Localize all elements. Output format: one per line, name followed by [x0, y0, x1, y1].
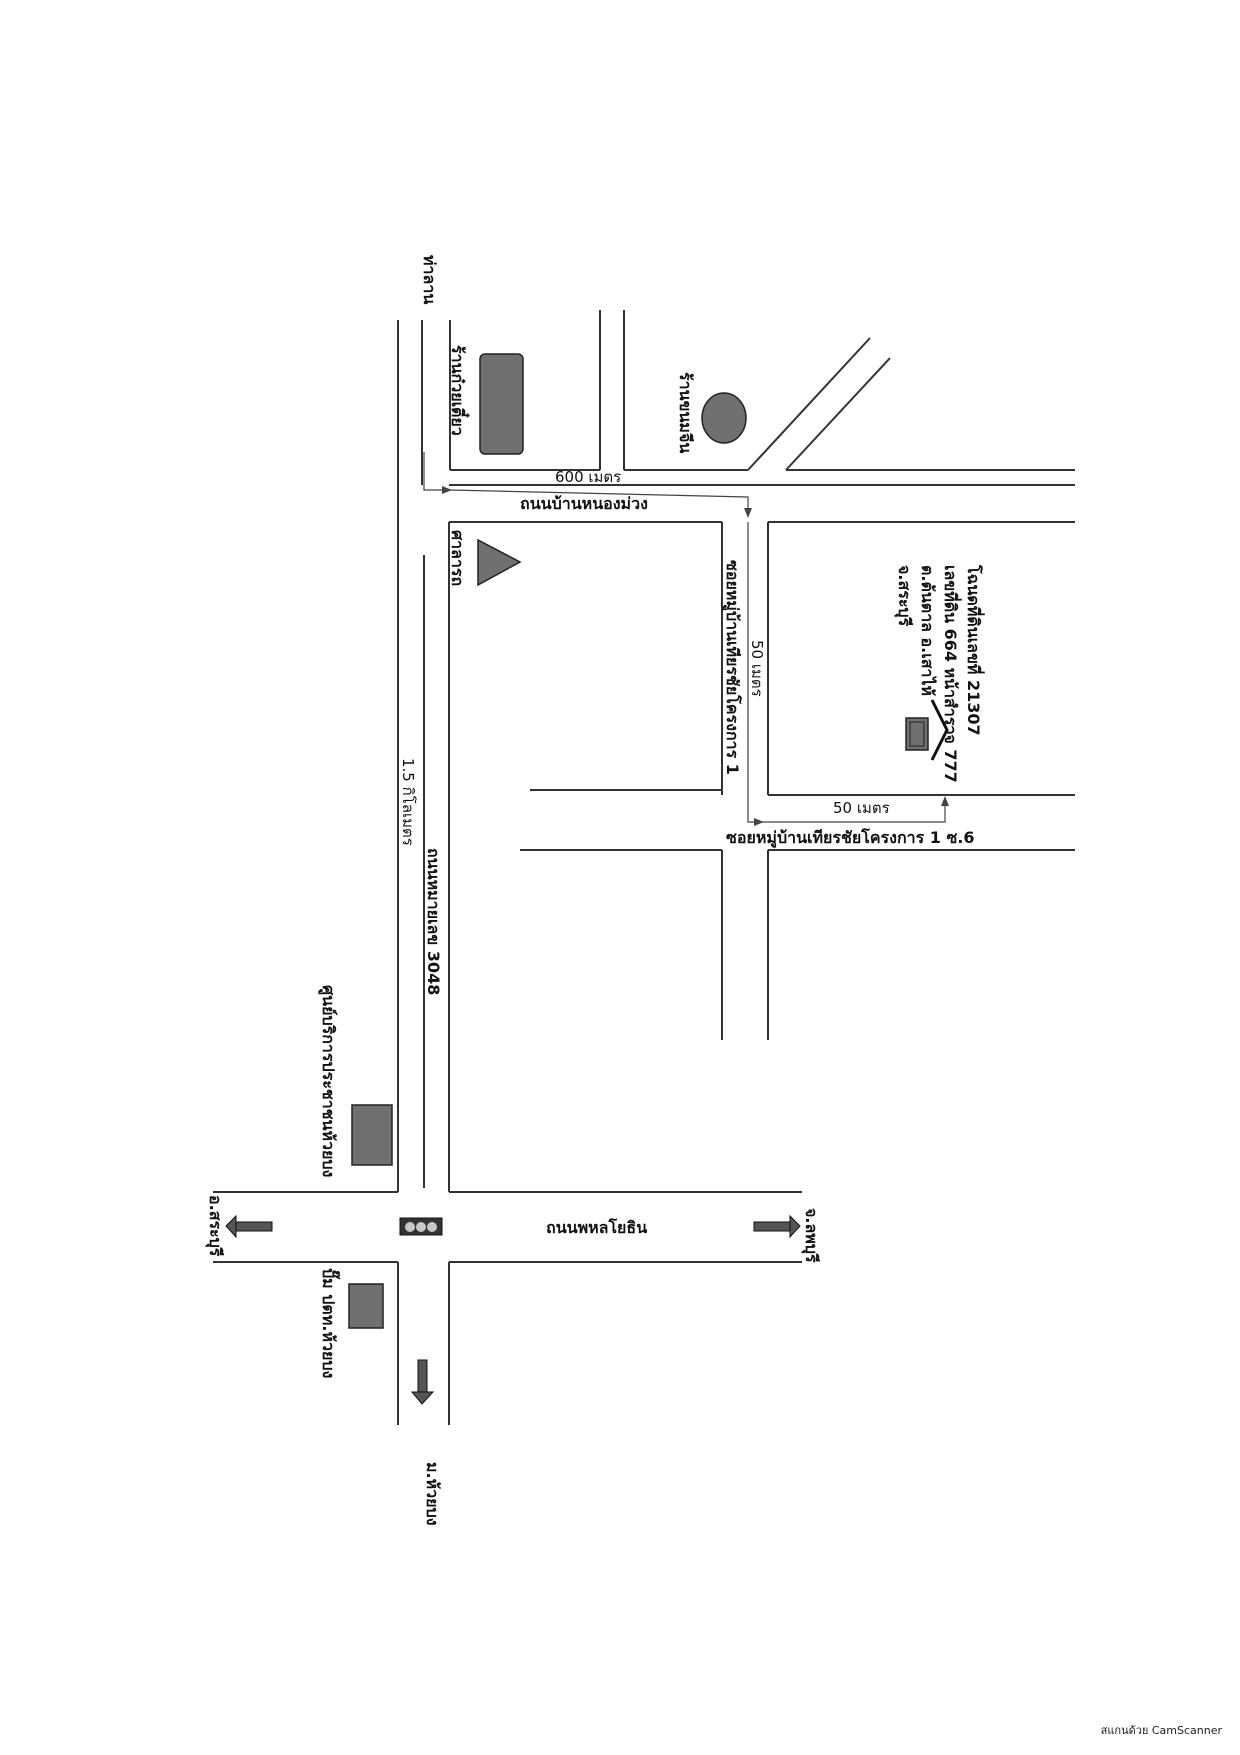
- label-khanom-shop: ร้านขนมจีน: [676, 372, 695, 453]
- label-land-no: เลขที่ดิน 664 หน้าสำรวจ 777: [941, 565, 962, 783]
- label-dist-600: 600 เมตร: [555, 468, 621, 486]
- label-tha-lan: ท่าลาน: [420, 255, 439, 304]
- label-soi-1-6: ซอยหมู่บ้านเทียรชัยโครงการ 1 ซ.6: [726, 827, 975, 849]
- arrow-right-icon: [753, 1214, 801, 1239]
- label-dist-50-v: 50 เมตร: [748, 640, 766, 697]
- label-road-3048: ถนนหมายเลข 3048: [424, 848, 443, 995]
- label-land-province: จ.สระบุรี: [894, 565, 914, 627]
- label-road-phahon: ถนนพหลโยธิน: [546, 1217, 647, 1237]
- khanom-shop-marker: [701, 392, 747, 444]
- noodle-shop-marker: [479, 353, 524, 455]
- diagonal-road-edge: [785, 357, 891, 471]
- label-road-nong-muang: ถนนบ้านหนองม่วง: [520, 494, 648, 513]
- diagonal-road-edge: [747, 337, 871, 471]
- arrow-left-icon: [225, 1214, 273, 1239]
- label-to-huaibong: ม.ห้วยบง: [423, 1462, 442, 1526]
- arrow-down-icon: [410, 1359, 435, 1405]
- dist-50-v-indicator: [747, 522, 764, 826]
- gas-station-marker: [348, 1283, 384, 1329]
- dist-600-indicator: [423, 452, 752, 518]
- traffic-light-icon: [399, 1217, 443, 1236]
- scanner-footer: สแกนด้วย CamScanner: [1100, 1724, 1222, 1737]
- label-land-title: โฉนดที่ดินเลขที่ 21307: [964, 564, 985, 736]
- label-bus-shelter: ศาลารถ: [448, 530, 467, 586]
- label-noodle-shop: ร้านก๋วยเตี๋ยว: [448, 345, 470, 436]
- dist-50-h-indicator: [762, 796, 949, 823]
- service-center-marker: [351, 1104, 393, 1166]
- label-dist-50-h: 50 เมตร: [833, 799, 890, 817]
- label-land-tambon: ต.ต้นตาล อ.เสาไห้: [918, 565, 937, 696]
- label-gas-station: ปั๊ม ปตท.ห้วยบง: [319, 1268, 341, 1378]
- bus-shelter-marker: [477, 538, 522, 587]
- label-dist-1-5km: 1.5 กิโลเมตร: [399, 758, 417, 846]
- label-soi-1: ซอยหมู่บ้านเทียรชัยโครงการ 1: [721, 560, 743, 775]
- label-to-lopburi: จ.ลพบุรี: [801, 1208, 821, 1263]
- label-to-saraburi: อ.สระบุรี: [205, 1195, 225, 1257]
- house-icon: [905, 699, 949, 761]
- label-service-center: ศูนย์บริการประชาชนห้วยบง: [317, 985, 338, 1177]
